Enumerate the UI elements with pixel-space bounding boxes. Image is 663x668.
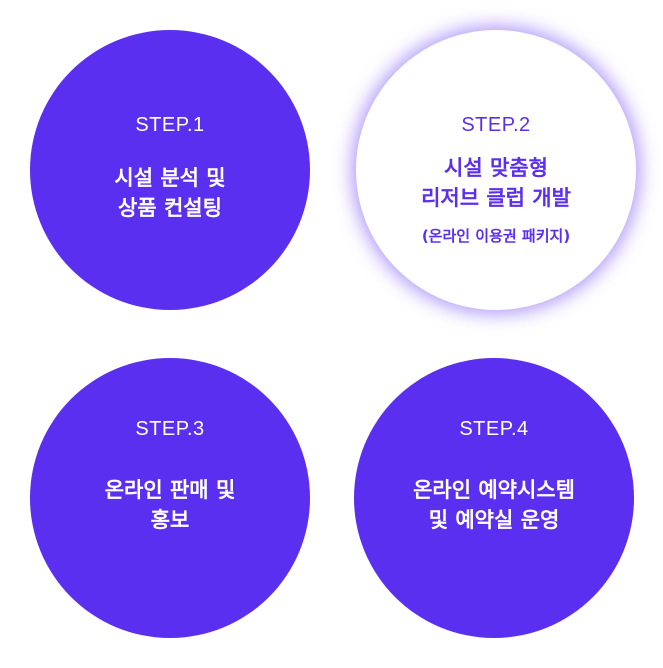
- step-title: 시설 분석 및 상품 컨설팅: [114, 163, 225, 223]
- step-title-line: 시설 맞춤형: [444, 156, 548, 180]
- step-title: 온라인 예약시스템 및 예약실 운영: [413, 475, 575, 535]
- step-2-circle: STEP.2 시설 맞춤형 리저브 클럽 개발 (온라인 이용권 패키지): [356, 30, 636, 310]
- step-3-circle: STEP.3 온라인 판매 및 홍보: [30, 358, 310, 638]
- step-1-circle: STEP.1 시설 분석 및 상품 컨설팅: [30, 30, 310, 310]
- step-title-line: 및 예약실 운영: [428, 508, 560, 532]
- step-title-line: 온라인 판매 및: [104, 478, 236, 502]
- step-title: 온라인 판매 및 홍보: [105, 475, 236, 535]
- step-title-line: 시설 분석 및: [114, 166, 226, 190]
- step-title-line: 홍보: [150, 508, 190, 532]
- step-label: STEP.3: [135, 418, 205, 440]
- step-title-line: 온라인 예약시스템: [413, 478, 575, 502]
- step-title-line: 리저브 클럽 개발: [421, 186, 571, 210]
- step-label: STEP.4: [459, 418, 529, 440]
- step-4-circle: STEP.4 온라인 예약시스템 및 예약실 운영: [354, 358, 634, 638]
- step-title: 시설 맞춤형 리저브 클럽 개발: [421, 153, 571, 213]
- step-title-line: 상품 컨설팅: [118, 196, 222, 220]
- step-subtitle: (온라인 이용권 패키지): [421, 227, 571, 245]
- step-label: STEP.1: [135, 114, 205, 136]
- step-label: STEP.2: [461, 114, 531, 136]
